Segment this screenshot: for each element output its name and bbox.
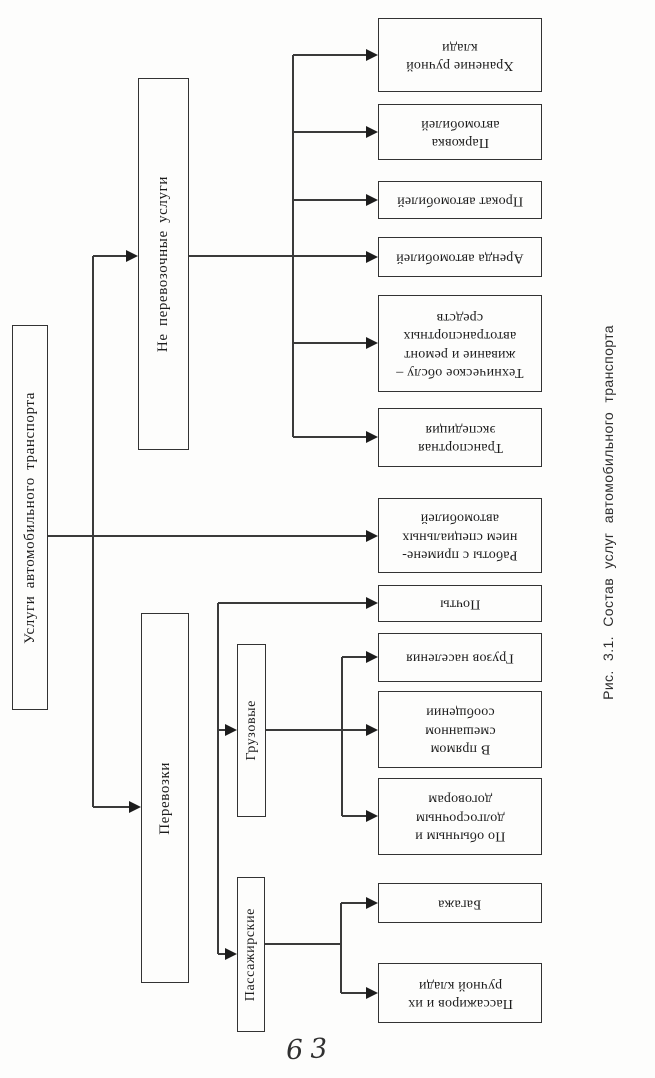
connector-line [93,806,131,808]
connector-line [265,943,342,945]
leaf-special-vehicles-works: Работы с примене- нием специальных автом… [378,498,542,573]
leaf-population-cargo: Грузов населения [378,633,542,682]
leaf-label: Хранение ручной клади [406,39,514,73]
leaf-car-parking: Парковка автомобилей [378,104,542,160]
leaf-label: Работы с примене- нием специальных автом… [402,510,518,563]
leaf-label: Техническое обслу – живание и ремонт авт… [396,309,524,380]
node-non-carriage-services: Не перевозочные услуги [138,78,189,450]
leaf-car-rent: Аренда автомобилей [378,237,542,277]
leaf-mail: Почты [378,585,542,622]
arrowhead-icon [366,126,378,138]
leaf-label: Парковка автомобилей [420,116,500,150]
leaf-passengers-hand-luggage: Пассажиров и их ручной клади [378,963,542,1023]
connector-line [93,255,128,257]
connector-line [293,131,367,133]
arrowhead-icon [366,49,378,61]
node-passenger: Пассажирские [237,877,265,1032]
node-freight: Грузовые [237,644,266,817]
connector-line [218,602,367,604]
node-passenger-label: Пассажирские [243,907,258,1002]
leaf-label: Багажа [438,896,482,912]
node-carriage: Перевозки [141,613,189,983]
connector-line [342,656,367,658]
node-root-label: Услуги автомобильного транспорта [21,391,38,644]
leaf-maintenance-repair: Техническое обслу – живание и ремонт авт… [378,295,542,392]
leaf-label: Пассажиров и их ручной клади [407,977,513,1011]
arrowhead-icon [366,337,378,349]
connector-line [293,436,367,438]
connector-line [340,903,342,993]
connector-line [92,256,94,807]
connector-line [293,199,367,201]
node-non-carriage-label: Не перевозочные услуги [155,175,171,353]
arrowhead-icon [366,651,378,663]
arrowhead-icon [129,801,141,813]
connector-line [189,255,367,257]
arrowhead-icon [366,810,378,822]
figure-caption: Рис. 3.1. Состав услуг автомобильного тр… [592,325,624,700]
node-carriage-label: Перевозки [156,761,173,835]
connector-line [217,603,219,954]
arrowhead-icon [225,724,237,736]
arrowhead-icon [366,897,378,909]
leaf-label: По обычным и долгосрочным договорам [414,791,506,844]
leaf-transport-expedition: Транспортная экспедиция [378,408,542,467]
arrowhead-icon [366,597,378,609]
arrowhead-icon [366,194,378,206]
leaf-label: Транспортная экспедиция [417,421,503,455]
leaf-hand-luggage-storage: Хранение ручной клади [378,18,542,92]
leaf-car-hire: Прокат автомобилей [378,181,542,219]
connector-line [342,815,367,817]
leaf-label: Почты [439,596,481,612]
arrowhead-icon [366,251,378,263]
connector-line [293,54,367,56]
arrowhead-icon [366,987,378,999]
leaf-label: Прокат автомобилей [396,193,524,209]
leaf-label: В прямом смешанном сообщении [424,704,496,757]
node-freight-label: Грузовые [243,700,259,761]
connector-line [266,729,367,731]
leaf-direct-mixed-service: В прямом смешанном сообщении [378,691,542,768]
connector-line [292,55,294,437]
connector-line [341,902,367,904]
figure-caption-text: Рис. 3.1. Состав услуг автомобильного тр… [600,324,616,700]
arrowhead-icon [225,948,237,960]
page-number: 63 [285,1032,336,1067]
arrowhead-icon [366,724,378,736]
connector-line [218,953,227,955]
node-root-services: Услуги автомобильного транспорта [12,325,48,710]
connector-line [293,342,367,344]
connector-line [218,729,227,731]
connector-line [341,992,367,994]
leaf-baggage: Багажа [378,883,542,923]
arrowhead-icon [366,431,378,443]
leaf-label: Аренда автомобилей [396,250,524,266]
connector-line [341,657,343,816]
arrowhead-icon [366,530,378,542]
arrowhead-icon [126,250,138,262]
connector-trunk [48,535,368,537]
leaf-label: Грузов населения [406,650,514,666]
leaf-ordinary-longterm-contracts: По обычным и долгосрочным договорам [378,778,542,855]
